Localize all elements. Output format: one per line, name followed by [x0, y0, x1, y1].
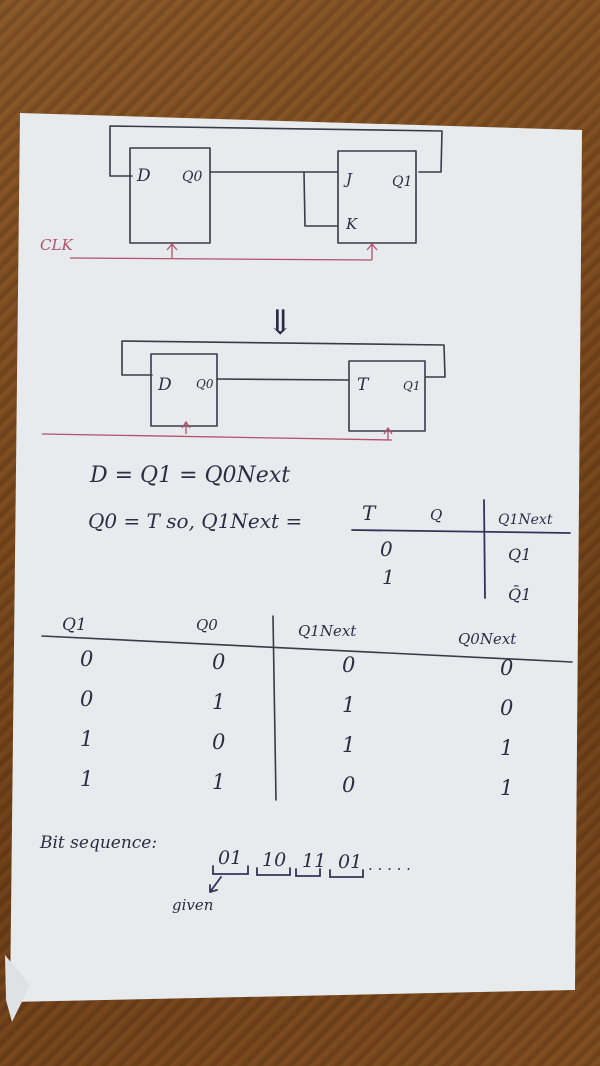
equation-q0-t: Q0 = T so, Q1Next = — [88, 509, 302, 533]
feedback-wire — [109, 125, 443, 177]
q1next-header: Q1Next — [498, 512, 553, 528]
bit-group-2: 10 — [262, 849, 286, 871]
t-row-2-q: Q̄1 — [508, 583, 531, 604]
j-k-tie-wire — [303, 171, 339, 227]
table-cell: 1 — [80, 727, 93, 751]
header-q0: Q0 — [196, 616, 218, 634]
q0-to-t-wire — [216, 378, 350, 381]
q0-output-label-2: Q0 — [196, 377, 214, 391]
paper-folded-corner — [5, 955, 30, 1022]
j-input-label: J — [343, 170, 353, 188]
table-cell: 0 — [500, 656, 513, 680]
clk-label: CLK — [40, 236, 73, 254]
bit-ellipsis: . . . . . — [368, 856, 411, 874]
clock-line-2 — [41, 433, 393, 441]
bit-group-3: 11 — [302, 850, 326, 872]
clock-arrow-2 — [366, 242, 378, 260]
circuit-jk: D Q0 J K Q1 CLK — [40, 125, 443, 261]
table-cell: 1 — [212, 690, 225, 714]
bit-sequence-label: Bit sequence: — [39, 833, 157, 853]
circuit-t: D Q0 T Q1 — [41, 340, 446, 441]
q0-output-label: Q0 — [182, 169, 202, 185]
scribble: Q — [430, 506, 442, 524]
k-input-label: K — [345, 215, 358, 233]
table-cell: 1 — [342, 693, 355, 717]
bit-group-1: 01 — [218, 847, 242, 869]
table-cell: 1 — [80, 767, 93, 791]
bracket-3 — [295, 868, 321, 877]
table-cell: 1 — [212, 770, 225, 794]
t-row-2-t: 1 — [382, 565, 395, 589]
clock-arrow-4 — [383, 426, 393, 440]
double-down-arrow: ⇓ — [266, 303, 295, 343]
header-q0next: Q0Next — [458, 630, 517, 648]
table-cell: 0 — [342, 653, 355, 677]
header-q1next: Q1Next — [298, 622, 357, 640]
q1-output-label: Q1 — [392, 174, 412, 190]
given-note: given — [172, 896, 213, 914]
bracket-2 — [256, 867, 291, 876]
table-cell: 0 — [80, 647, 93, 671]
table-header-rule — [41, 635, 573, 663]
d-input-label-2: D — [157, 375, 172, 395]
table-cell: 1 — [500, 736, 513, 760]
t-header: T — [362, 501, 377, 525]
state-table: Q1 Q0 Q1Next Q0Next 0 0 0 0 0 1 1 0 1 0 1 1 1 1 0 1 — [41, 615, 573, 801]
clock-arrow-3 — [181, 420, 191, 434]
t-row-1-q: Q1 — [508, 545, 531, 564]
t-flipflop-box — [348, 360, 426, 432]
feedback-wire-2 — [121, 340, 446, 378]
d-flipflop-box — [129, 147, 211, 244]
clock-arrow-1 — [166, 242, 178, 258]
t-table-rule — [351, 529, 571, 534]
header-q1: Q1 — [62, 615, 87, 635]
table-cell: 0 — [342, 773, 355, 797]
table-divider — [272, 615, 277, 801]
given-pointer-arrow — [209, 876, 222, 893]
t-row-1-t: 0 — [380, 537, 393, 561]
table-cell: 0 — [212, 730, 225, 754]
bit-sequence: Bit sequence: 01 10 11 01 . . . . . give… — [39, 833, 411, 914]
paper-sheet — [10, 113, 582, 1002]
t-table-divider — [483, 499, 486, 599]
bracket-1 — [212, 865, 249, 875]
equations: D = Q1 = Q0Next Q0 = T so, Q1Next = T Q … — [88, 463, 571, 604]
bracket-4 — [329, 869, 364, 878]
bit-group-4: 01 — [338, 851, 362, 873]
d-input-label: D — [136, 166, 151, 186]
table-cell: 0 — [80, 687, 93, 711]
equation-d: D = Q1 = Q0Next — [89, 463, 290, 488]
jk-flipflop-box — [337, 150, 417, 244]
clock-line — [69, 257, 373, 261]
q1-output-label-2: Q1 — [403, 379, 420, 393]
table-cell: 1 — [500, 776, 513, 800]
table-cell: 0 — [212, 650, 225, 674]
table-cell: 0 — [500, 696, 513, 720]
table-cell: 1 — [342, 733, 355, 757]
t-input-label: T — [357, 375, 370, 395]
